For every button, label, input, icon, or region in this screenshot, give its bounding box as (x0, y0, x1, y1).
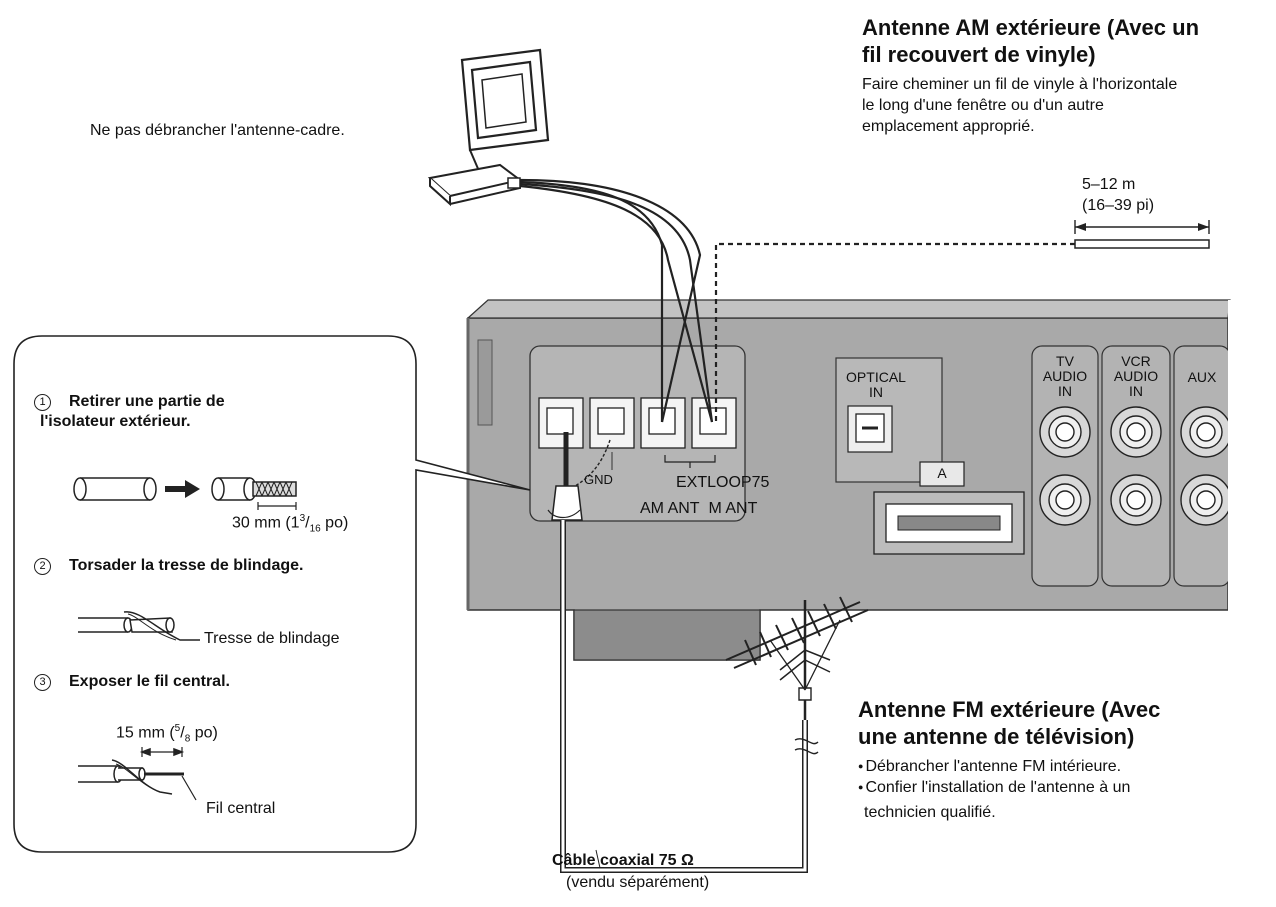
loop-antenna-wires (519, 178, 714, 423)
am-ant-text: AM ANT (640, 500, 700, 517)
coaxial-cable (547, 432, 808, 873)
braid-label: Tresse de blindage (204, 630, 340, 647)
am-ant-label: AM ANT M ANT (640, 498, 757, 519)
am-loop-antenna (427, 48, 550, 207)
core-length-main: 15 mm ( (116, 724, 175, 742)
fm-ant-text: M ANT (708, 500, 758, 517)
optical-input-group (835, 357, 943, 483)
terminal-4 (691, 397, 737, 449)
core-length-denominator: 8 (184, 733, 191, 745)
cable-label: Câble coaxial 75 Ω (552, 852, 694, 869)
tv-audio-in-label: TV AUDIO IN (1032, 354, 1098, 399)
fm-bullet-1: Débrancher l'antenne FM intérieure. (858, 756, 1130, 777)
step1-label-line2: l'isolateur extérieur. (40, 412, 191, 430)
step1-number: 1 (34, 394, 51, 411)
fm-bullet-2: Confier l'installation de l'antenne à un (858, 777, 1130, 798)
fm-outdoor-title-line1: Antenne FM extérieure (Avec (858, 697, 1161, 722)
vcr-label-line2: AUDIO (1113, 368, 1159, 384)
aux-label: AUX (1187, 369, 1217, 385)
optical-label: OPTICAL IN (840, 370, 912, 400)
terminal-2 (589, 397, 635, 449)
wire-length-line2: (16–39 pi) (1082, 197, 1155, 214)
strip-length-denominator: 16 (309, 523, 321, 535)
coax-prep-inset (13, 335, 531, 853)
vinyl-wire-dashed (714, 220, 1210, 422)
gnd-label: GND (584, 472, 613, 487)
step3-number: 3 (34, 674, 51, 691)
wire-length-line1: 5–12 m (1082, 176, 1136, 193)
fm-bullet-2-cont: technicien qualifié. (864, 804, 996, 821)
port-a-connector (873, 461, 1025, 555)
port-a-label: A (937, 465, 947, 481)
fm-tv-antenna (725, 596, 869, 755)
strip-length-numerator: 3 (299, 513, 306, 524)
loop-antenna-note: Ne pas débrancher l'antenne-cadre. (90, 122, 345, 139)
optical-label-line1: OPTICAL (846, 369, 906, 385)
strip-length-main: 30 mm (1 (232, 514, 300, 532)
step2-label: Torsader la tresse de blindage. (69, 557, 304, 574)
am-outdoor-desc-line1: Faire cheminer un fil de vinyle à l'hori… (862, 76, 1178, 93)
optical-label-line2: IN (869, 384, 883, 400)
core-length-unit: po) (194, 724, 218, 742)
am-outdoor-desc-line3: emplacement approprié. (862, 118, 1035, 135)
strip-length-label: 30 mm (13/16 po) (232, 513, 349, 535)
audio-input-jacks (1031, 300, 1276, 620)
terminal-1 (538, 397, 584, 449)
fm-outdoor-title-line2: une antenne de télévision) (858, 724, 1135, 749)
core-length-numerator: 5 (174, 723, 181, 734)
tv-label-line3: IN (1058, 383, 1072, 399)
step3-drawing (78, 747, 197, 801)
core-label: Fil central (206, 800, 276, 817)
step2-number: 2 (34, 558, 51, 575)
antenna-terminal-block (529, 345, 746, 522)
strip-length-unit: po) (325, 514, 349, 532)
vcr-label-line3: IN (1129, 383, 1143, 399)
step3-label: Exposer le fil central. (69, 673, 230, 690)
cable-note: (vendu séparément) (566, 874, 710, 891)
am-outdoor-title-line1: Antenne AM extérieure (Avec un (862, 15, 1200, 40)
core-length-label: 15 mm (5/8 po) (116, 723, 218, 745)
tv-label-line1: TV (1056, 353, 1074, 369)
ext-loop-label: EXTLOOP75 (676, 474, 770, 491)
tv-label-line2: AUDIO (1042, 368, 1088, 384)
am-outdoor-title-line2: fil recouvert de vinyle) (862, 42, 1096, 67)
step1-drawing (73, 477, 297, 510)
vcr-label-line1: VCR (1121, 353, 1151, 369)
vcr-audio-in-label: VCR AUDIO IN (1102, 354, 1170, 399)
step2-drawing (78, 611, 200, 641)
am-outdoor-desc-line2: le long d'une fenêtre ou d'un autre (862, 97, 1104, 114)
step1-label-line1: Retirer une partie de (69, 393, 225, 410)
